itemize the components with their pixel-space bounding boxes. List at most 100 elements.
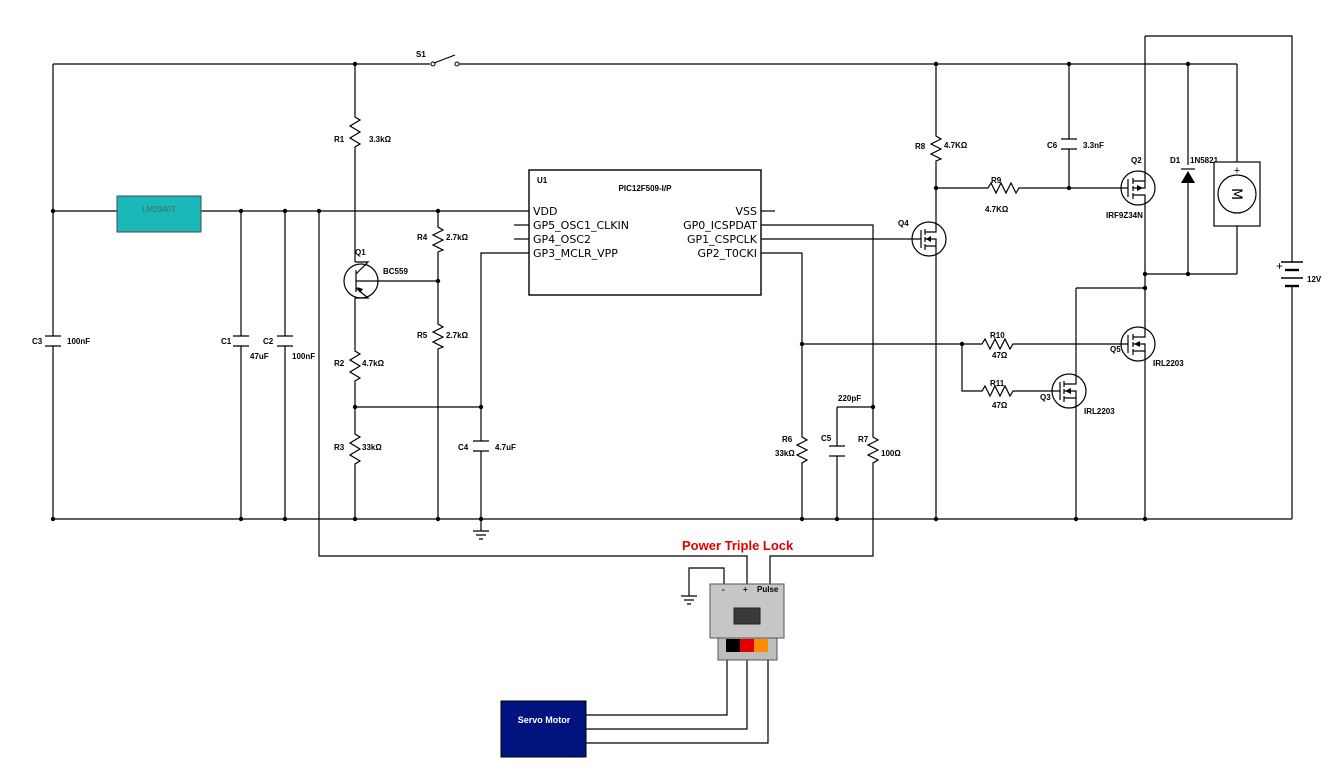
r5-value: 2.7kΩ <box>446 331 469 340</box>
junction-dot <box>834 516 840 522</box>
junction-dot <box>1142 271 1148 277</box>
capacitor-c4: C4 4.7uF <box>458 440 516 452</box>
connector-plus: + <box>743 585 748 594</box>
junction-dot <box>435 278 441 284</box>
resistor-r6: R6 33kΩ <box>775 434 809 466</box>
junction-dot <box>478 516 484 522</box>
c5-ref: C5 <box>821 434 832 443</box>
pin-gp1: GP1_CSPCLK <box>687 233 758 246</box>
junction-dot <box>933 61 939 67</box>
q1-ref: Q1 <box>355 248 366 257</box>
q2-part: IRF9Z34N <box>1106 211 1143 220</box>
regulator-lm2940t: LM2940T <box>116 195 202 233</box>
capacitor-c5: C5 220pF <box>821 394 861 457</box>
r7-value: 100Ω <box>881 449 901 458</box>
r7-ref: R7 <box>858 435 869 444</box>
c1-value: 47uF <box>250 352 269 361</box>
junction-dot <box>478 404 484 410</box>
c4-ref: C4 <box>458 443 469 452</box>
transistor-q4: Q4 <box>898 219 947 257</box>
s1-ref: S1 <box>416 50 426 59</box>
r2-ref: R2 <box>334 359 345 368</box>
pin-gp4: GP4_OSC2 <box>533 233 591 246</box>
servo-connector: - + Pulse <box>709 583 785 661</box>
ground-icon <box>473 530 489 540</box>
battery-value: 12V <box>1307 275 1322 284</box>
junctions <box>50 61 1191 522</box>
q2-ref: Q2 <box>1131 156 1142 165</box>
d1-ref: D1 <box>1170 156 1181 165</box>
junction-dot <box>1073 516 1079 522</box>
q1-part: BC559 <box>383 267 408 276</box>
r3-ref: R3 <box>334 443 345 452</box>
switch-s1[interactable]: S1 <box>416 50 460 67</box>
battery-12v: + 12V <box>1276 259 1322 292</box>
junction-dot <box>352 61 358 67</box>
junction-dot <box>1066 185 1072 191</box>
diode-d1: D1 1N5821 <box>1170 156 1219 183</box>
pin-vdd: VDD <box>533 205 557 218</box>
pin-vss: VSS <box>736 205 758 218</box>
r11-value: 47Ω <box>992 401 1008 410</box>
junction-dot <box>282 516 288 522</box>
wire-orange <box>754 639 768 652</box>
wire-red <box>740 639 754 652</box>
c1-ref: C1 <box>221 337 232 346</box>
transistor-q2: Q2 IRF9Z34N <box>1106 156 1156 220</box>
junction-dot <box>1142 285 1148 291</box>
junction-dot <box>50 208 56 214</box>
transistor-q1: Q1 BC559 <box>343 248 408 299</box>
c3-value: 100nF <box>67 337 90 346</box>
d1-part: 1N5821 <box>1190 156 1219 165</box>
q5-part: IRL2203 <box>1153 359 1184 368</box>
resistor-r7: R7 100Ω <box>858 434 901 466</box>
r1-ref: R1 <box>334 135 345 144</box>
junction-dot <box>435 516 441 522</box>
pin-gp0: GP0_ICSPDAT <box>683 219 757 232</box>
resistor-r2: R2 4.7kΩ <box>334 348 385 384</box>
junction-dot <box>50 516 56 522</box>
r2-value: 4.7kΩ <box>362 359 385 368</box>
junction-dot <box>799 341 805 347</box>
capacitor-c3: C3 100nF <box>32 335 90 347</box>
junction-dot <box>282 208 288 214</box>
junction-dot <box>316 208 322 214</box>
transistor-q5: Q5 IRL2203 <box>1110 324 1184 368</box>
battery-plus: + <box>1276 259 1283 273</box>
u1-part: PIC12F509-I/P <box>619 184 673 193</box>
dc-motor: + M <box>1213 161 1261 227</box>
wires <box>52 35 1293 744</box>
junction-dot <box>933 185 939 191</box>
c2-ref: C2 <box>263 337 274 346</box>
junction-dot <box>1066 61 1072 67</box>
junction-dot <box>1142 516 1148 522</box>
capacitor-c2: C2 100nF <box>263 335 315 361</box>
servo-motor: Servo Motor <box>500 700 587 758</box>
c4-value: 4.7uF <box>495 443 516 452</box>
pin-gp5: GP5_OSC1_CLKIN <box>533 219 629 232</box>
junction-dot <box>870 404 876 410</box>
r11-ref: R11 <box>990 379 1005 388</box>
r6-ref: R6 <box>782 435 793 444</box>
diagram-title: Power Triple Lock <box>682 538 794 553</box>
wire-black <box>726 639 740 652</box>
q5-ref: Q5 <box>1110 345 1121 354</box>
r5-ref: R5 <box>417 331 428 340</box>
resistor-r11: R11 47Ω <box>979 379 1015 410</box>
resistor-r5: R5 2.7kΩ <box>417 321 469 351</box>
r4-value: 2.7kΩ <box>446 233 469 242</box>
r10-value: 47Ω <box>992 351 1008 360</box>
junction-dot <box>435 208 441 214</box>
junction-dot <box>1185 271 1191 277</box>
pin-gp2: GP2_T0CKI <box>697 247 757 260</box>
resistor-r4: R4 2.7kΩ <box>417 224 469 254</box>
motor-plus: + <box>1234 165 1240 177</box>
junction-dot <box>799 516 805 522</box>
r10-ref: R10 <box>990 331 1005 340</box>
c6-value: 3.3nF <box>1083 141 1104 150</box>
motor-symbol: M <box>1228 188 1244 200</box>
junction-dot <box>1185 61 1191 67</box>
c6-ref: C6 <box>1047 141 1058 150</box>
transistor-q3: Q3 IRL2203 <box>1040 373 1115 416</box>
